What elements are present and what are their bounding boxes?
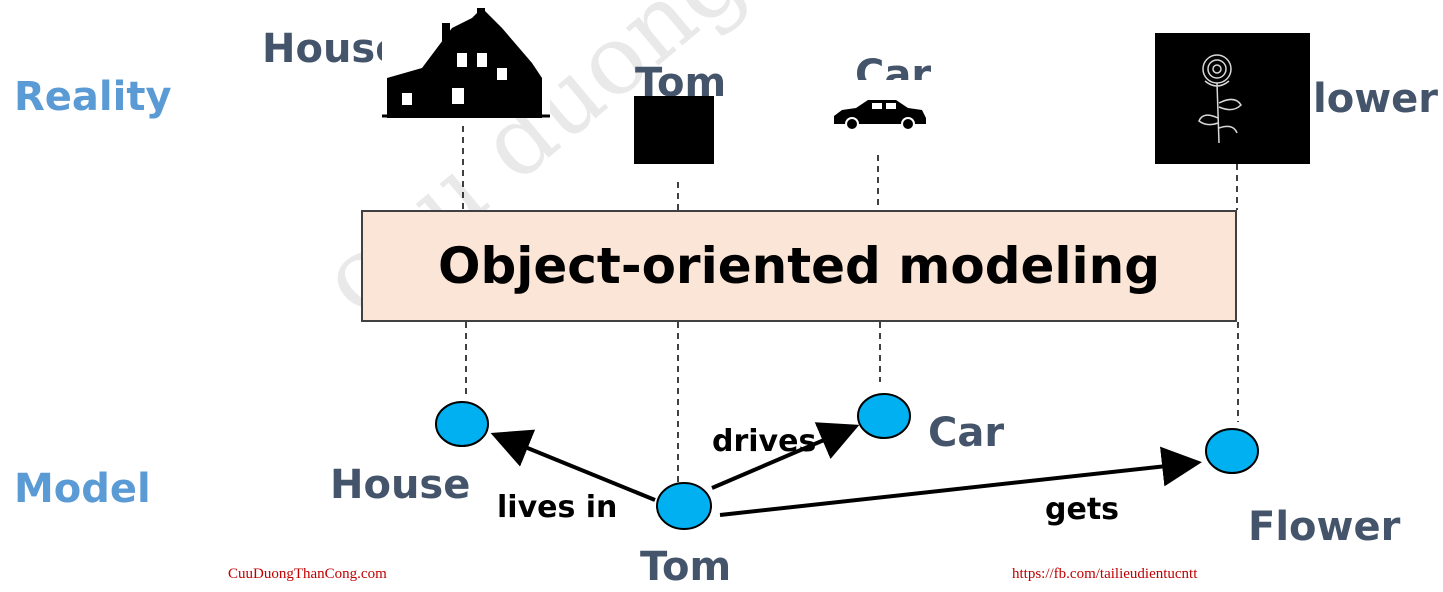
footer-left-text: CuuDuongThanCong.com [228, 566, 387, 582]
banner-title: Object-oriented modeling [437, 237, 1161, 295]
model-flower-label: Flower [1248, 504, 1401, 550]
model-tom-label: Tom [640, 544, 732, 590]
drives-label: drives [712, 424, 817, 459]
flower-node [1205, 428, 1259, 474]
drives-arrow [711, 422, 860, 490]
model-car-label: Car [928, 410, 1005, 456]
lives-in-arrow [490, 429, 656, 502]
footer-right-link[interactable]: https://fb.com/tailieudientucntt [1012, 566, 1198, 582]
car-node [857, 393, 911, 439]
model-house-label: House [330, 462, 471, 508]
gets-label: gets [1045, 492, 1120, 527]
reality-flower-label: Flower [1285, 76, 1438, 122]
house-icon [382, 8, 550, 118]
person-icon [634, 96, 714, 164]
model-row-label: Model [14, 466, 151, 512]
reality-house-label: House [262, 26, 403, 72]
lives-in-label: lives in [497, 490, 618, 525]
house-node [435, 401, 489, 447]
reality-row-label: Reality [14, 74, 172, 120]
gets-arrow [719, 446, 1202, 517]
car-icon [834, 100, 926, 131]
modeling-banner: Object-oriented modeling [361, 210, 1237, 322]
tom-node [656, 482, 712, 530]
flower-icon [1155, 33, 1310, 164]
reality-car-label: Car [855, 52, 932, 80]
